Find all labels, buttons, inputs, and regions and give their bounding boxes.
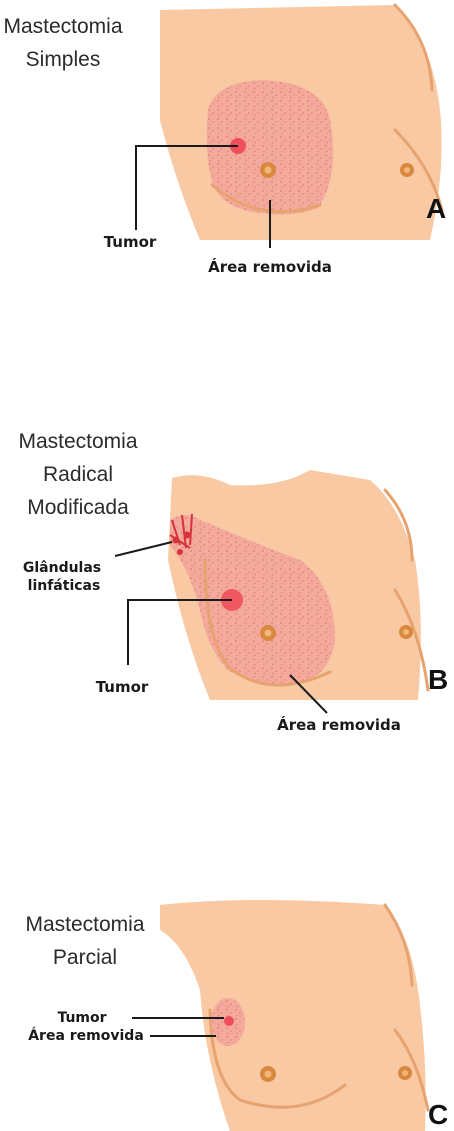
glands-label-line-2-b: linfáticas xyxy=(28,578,101,594)
title-line-1-b: Mastectomia xyxy=(18,430,137,453)
tumor-label-a: Tumor xyxy=(104,233,157,251)
area-label-b: Área removida xyxy=(277,715,401,734)
panel-b: Mastectomia Radical Modificada Glândulas… xyxy=(18,430,448,734)
tumor-c xyxy=(224,1016,234,1026)
title-line-1-a: Mastectomia xyxy=(3,15,122,38)
panel-letter-a: A xyxy=(426,193,446,224)
glands-label-line-1-b: Glândulas xyxy=(23,560,101,576)
area-label-a: Área removida xyxy=(208,257,332,276)
title-line-3-b: Modificada xyxy=(27,496,129,519)
title-line-2-a: Simples xyxy=(26,48,101,71)
tumor-label-b: Tumor xyxy=(96,678,149,696)
panel-letter-c: C xyxy=(428,1099,448,1130)
title-line-2-c: Parcial xyxy=(53,946,117,969)
title-line-2-b: Radical xyxy=(43,463,113,486)
panel-letter-b: B xyxy=(428,664,448,695)
area-label-c: Área removida xyxy=(28,1027,144,1044)
panel-c: Mastectomia Parcial Tumor Área removida … xyxy=(25,900,448,1131)
tumor-label-c: Tumor xyxy=(57,1010,106,1026)
panel-a: Mastectomia Simples Tumor Área removida … xyxy=(3,5,446,276)
torso-c xyxy=(160,900,426,1131)
glands-leader-b xyxy=(115,542,172,556)
title-line-1-c: Mastectomia xyxy=(25,913,144,936)
